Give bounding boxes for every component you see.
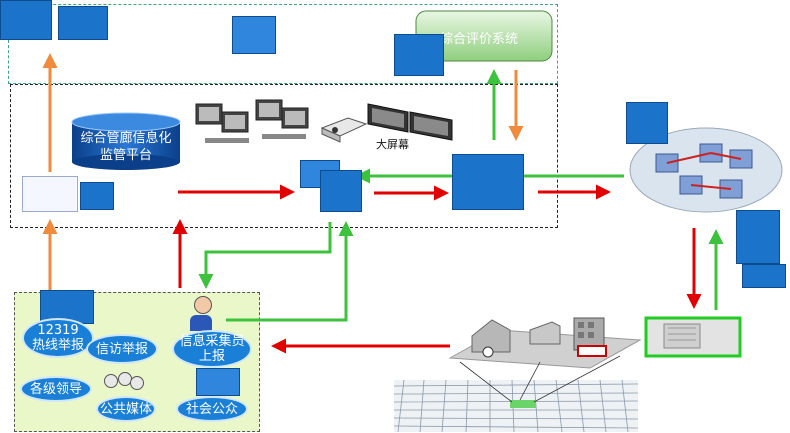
- projector-icon: [320, 117, 368, 143]
- platform-label: 综合管廊信息化 监管平台: [72, 130, 180, 164]
- user-icon: [80, 182, 114, 210]
- public-bubble: 社会公众: [176, 396, 248, 422]
- arrow-operator-to-reports: [198, 222, 332, 289]
- media-bubble: 公共媒体: [96, 396, 156, 422]
- collector-line2: 上报: [198, 349, 225, 364]
- user-icon: [0, 0, 52, 40]
- user-icon: [626, 102, 668, 144]
- server-network-icon: [629, 127, 783, 213]
- car-icon: [742, 264, 786, 288]
- top-region-frame: [8, 4, 558, 84]
- user-icon: [320, 170, 362, 212]
- city-model: [448, 317, 642, 369]
- collector-person: [190, 296, 214, 331]
- arrow-collector-to-operator: [226, 221, 354, 322]
- platform-region-frame: [10, 84, 558, 228]
- user-icon: [452, 154, 524, 210]
- big-screen-icon: [367, 103, 453, 141]
- hotline-report-bubble: 12319 热线举报: [22, 318, 94, 358]
- eval-system-label: 综合评价系统: [440, 32, 519, 47]
- city-map: [393, 355, 639, 433]
- user-icon: [232, 16, 276, 54]
- petition-report-bubble: 信访举报: [86, 334, 158, 364]
- platform-database: [71, 112, 181, 170]
- collector-report-bubble: 信息采集员 上报: [172, 330, 252, 368]
- hotline-line1: 12319: [37, 323, 79, 338]
- user-icon: [58, 6, 108, 40]
- platform-label-line1: 综合管廊信息化: [80, 131, 172, 146]
- monitor-icon: [195, 99, 309, 143]
- leaders-bubble: 各级领导: [20, 376, 92, 402]
- collector-line1: 信息采集员: [179, 334, 245, 349]
- user-icon: [736, 210, 780, 264]
- platform-label-line2: 监管平台: [99, 148, 152, 163]
- app-screenshot: [22, 176, 78, 212]
- user-icon: [394, 34, 444, 76]
- media-people: [100, 372, 144, 402]
- user-icon: [196, 368, 240, 396]
- manhole-photo: [644, 316, 742, 358]
- hotline-line2: 热线举报: [31, 338, 84, 353]
- big-screen-label: 大屏幕: [376, 138, 409, 151]
